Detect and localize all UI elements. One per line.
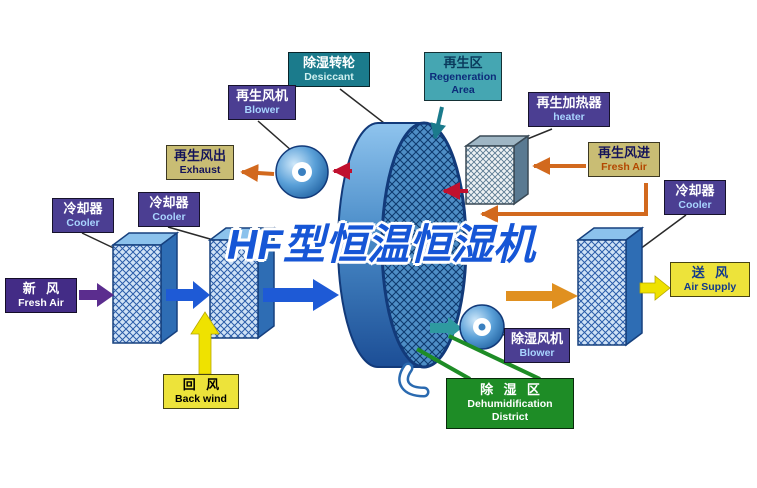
label-dehum-blower-zh: 除湿风机 — [510, 331, 563, 346]
label-back-wind: 回风 Back wind — [163, 374, 239, 410]
label-air-supply-zh: 送风 — [691, 265, 739, 280]
label-cooler-mid: 冷却器 Cooler — [138, 192, 200, 228]
label-regen-heater-zh: 再生加热器 — [536, 95, 602, 110]
label-cooler-mid-zh: 冷却器 — [149, 195, 189, 210]
connector-desiccant — [339, 88, 385, 124]
label-regeneration-area-zh: 再生区 — [443, 55, 483, 70]
cooler-coil-right — [575, 226, 645, 347]
supply-air-arrow — [639, 275, 671, 301]
label-cooler-right: 冷却器 Cooler — [664, 180, 726, 216]
label-cooler-mid-en: Cooler — [152, 211, 186, 224]
label-regen-heater-en: heater — [553, 111, 585, 124]
label-back-wind-zh: 回风 — [182, 377, 230, 392]
diagram-title: HF型恒温恒湿机 — [227, 221, 535, 268]
label-cooler-right-en: Cooler — [678, 199, 712, 212]
label-regen-fresh-air: 再生风进 Fresh Air — [588, 142, 660, 178]
label-regen-exhaust-zh: 再生风出 — [173, 148, 226, 163]
label-regeneration-area-en: Regeneration Area — [429, 71, 497, 97]
label-cooler-left: 冷却器 Cooler — [52, 198, 114, 234]
label-cooler-right-zh: 冷却器 — [675, 183, 715, 198]
label-regen-fresh-air-en: Fresh Air — [601, 161, 647, 174]
label-regen-blower-en: Blower — [244, 104, 280, 117]
label-fresh-air-in: 新风 Fresh Air — [5, 278, 77, 314]
label-dehum-district-zh: 除湿区 — [480, 382, 551, 397]
process-air-arrow-1 — [166, 281, 210, 309]
regen-blower-fan — [275, 145, 329, 199]
label-regen-fresh-air-zh: 再生风进 — [597, 145, 650, 160]
label-cooler-left-en: Cooler — [66, 217, 100, 230]
label-desiccant-zh: 除湿转轮 — [302, 55, 355, 70]
regeneration-air-lines — [240, 106, 648, 223]
label-dehum-blower-en: Blower — [519, 347, 555, 360]
cooler-coil-mid — [207, 226, 277, 340]
label-fresh-air-in-zh: 新风 — [22, 281, 70, 296]
exhaust-out-arrow — [240, 164, 275, 182]
process-air-arrow-2 — [263, 279, 339, 311]
label-dehum-blower: 除湿风机 Blower — [504, 328, 570, 364]
dehum-air-to-cooler-arrow — [506, 283, 578, 309]
regen-heater-box — [463, 134, 531, 206]
label-dehum-district: 除湿区 Dehumidification District — [446, 378, 574, 429]
label-regen-heater: 再生加热器 heater — [528, 92, 610, 128]
fresh-air-arrow — [79, 283, 114, 307]
label-regen-blower-zh: 再生风机 — [235, 88, 288, 103]
label-regen-exhaust-en: Exhaust — [179, 164, 221, 177]
label-dehum-district-en: Dehumidification District — [467, 398, 553, 424]
regen-area-pointer-arrow — [430, 106, 446, 140]
label-back-wind-en: Back wind — [175, 393, 227, 406]
drum-seal-inner — [400, 365, 427, 395]
dehum-air-to-blower-arrow — [430, 317, 462, 339]
connector-regen-blower — [257, 120, 293, 152]
label-regeneration-area: 再生区 Regeneration Area — [424, 52, 502, 101]
label-air-supply-en: Air Supply — [683, 281, 737, 294]
dehum-blower-fan — [459, 304, 505, 350]
connector-cooler-right — [635, 214, 687, 253]
back-wind-arrow — [190, 311, 220, 375]
label-regen-blower: 再生风机 Blower — [228, 85, 296, 121]
cooler-coil-left — [110, 231, 180, 345]
label-fresh-air-in-en: Fresh Air — [18, 297, 64, 310]
label-desiccant-en: Desiccant — [304, 71, 354, 84]
dehum-district-pointer-lines — [416, 334, 541, 381]
label-cooler-left-zh: 冷却器 — [63, 201, 103, 216]
regen-fresh-in-path — [480, 183, 648, 223]
label-regen-exhaust: 再生风出 Exhaust — [166, 145, 234, 181]
label-air-supply: 送风 Air Supply — [670, 262, 750, 298]
label-desiccant: 除湿转轮 Desiccant — [288, 52, 370, 88]
